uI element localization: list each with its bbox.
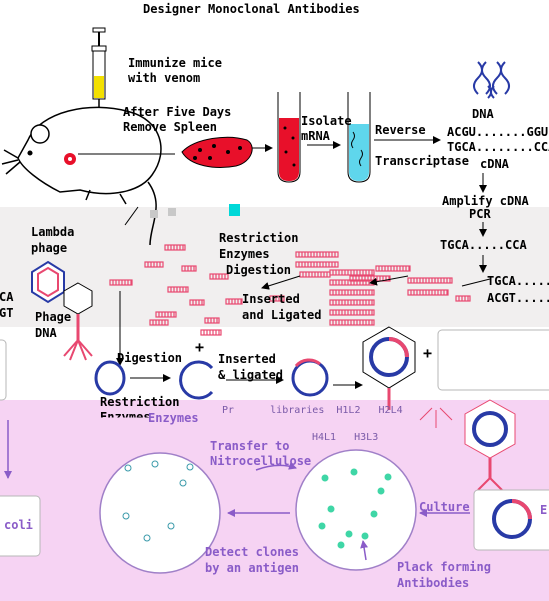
lambda-phage-icon: [31, 260, 65, 304]
ecoli-box-left: [0, 495, 41, 557]
ecoli-box-right: [473, 489, 549, 551]
dna-fragment: [189, 299, 205, 306]
dna-fragment: [181, 265, 197, 272]
phage-dna-line1: Phage: [35, 310, 72, 324]
e-coli-label: coli: [4, 518, 33, 532]
dna-fragment: [155, 311, 177, 318]
plasmid-ligated: [291, 359, 329, 397]
gray-band: [0, 207, 549, 327]
left-box: [0, 339, 7, 401]
dna-fragment: [407, 277, 453, 284]
page-title: Designer Monoclonal Antibodies: [143, 2, 360, 16]
dna-fragment: [164, 244, 186, 251]
empty-box: [437, 329, 549, 391]
remove-spleen-line1: After Five Days: [123, 105, 232, 119]
dna-fragment: [329, 319, 375, 326]
lambda-phage-line2: phage: [31, 241, 68, 255]
phage-dna-line2: DNA: [35, 326, 57, 340]
digestion-label: Digestion: [117, 351, 183, 365]
dna-fragment: [200, 329, 222, 336]
petri-dish-right: [295, 449, 417, 571]
dna-fragment: [329, 269, 375, 276]
remove-spleen-line2: Remove Spleen: [123, 120, 217, 134]
restriction-bottom-line1: Restriction: [100, 395, 180, 409]
plus-sign-1: +: [195, 338, 205, 356]
dna-fragment: [109, 279, 133, 286]
dna-fragment: [329, 299, 375, 306]
inserted-mid-line2: & ligated: [218, 368, 284, 382]
plaque-line2: Antibodies: [397, 576, 470, 590]
dna-helix-icon: [473, 61, 510, 99]
pcr-seq: TGCA.....CCA: [440, 238, 527, 252]
plasmid-circle: [94, 360, 126, 396]
dna-seq-bottom: TGCA........CCA: [447, 140, 549, 154]
dna-label: DNA: [472, 107, 494, 121]
transcriptase-label: Transcriptase: [375, 154, 469, 168]
immunize-line1: Immunize mice: [128, 56, 222, 70]
phage-with-insert: [362, 326, 416, 410]
left-seq-2: GT: [0, 306, 14, 320]
immunize-line2: with venom: [128, 71, 201, 85]
dna-fragment: [204, 317, 220, 324]
plasmid-open: [179, 360, 214, 400]
dna-seq-top: ACGU.......GGU: [447, 125, 549, 139]
restriction-line2: Enzymes: [219, 247, 270, 261]
test-tube-mrna: [347, 92, 371, 183]
dna-fragment: [225, 298, 243, 305]
cdna-label: cDNA: [480, 157, 509, 171]
restriction-bottom-line2: Enzymes: [100, 410, 151, 424]
restriction-line1: Restriction: [219, 231, 299, 245]
right-seq-1: TGCA.....G: [487, 274, 549, 288]
dna-fragment: [455, 295, 471, 302]
dna-fragments: [109, 244, 471, 336]
amplify-line1: Amplify cDNA: [442, 194, 529, 208]
amplify-line2: PCR: [469, 207, 491, 221]
right-seq-2: ACGT.....G: [487, 291, 549, 305]
left-seq-1: CA: [0, 290, 14, 304]
dna-fragment: [269, 295, 285, 302]
petri-dish-left: [99, 452, 221, 574]
isolate-line2: mRNA: [301, 129, 330, 143]
inserted-top-line1: Inserted: [242, 292, 300, 306]
detect-line2: by an antigen: [205, 561, 299, 575]
dna-fragment: [407, 289, 449, 296]
test-tube-blood: [277, 92, 301, 183]
inserted-top-line2: and Ligated: [242, 308, 322, 322]
purple-band: [0, 400, 549, 601]
library-text: Pr libraries H1L2 H2L4: [222, 405, 403, 416]
library-text-2: H4L1 H3L3: [312, 432, 379, 443]
restriction-line3: Digestion: [226, 263, 292, 277]
dna-fragment: [329, 309, 375, 316]
cyan-marker: [229, 204, 240, 216]
mouse-icon: [1, 106, 162, 246]
plus-sign-2: +: [423, 344, 433, 362]
e-letter: E: [540, 503, 548, 517]
restriction-bottom-line3: Enzymes: [148, 411, 199, 425]
dna-fragment: [375, 265, 411, 272]
detect-line1: Detect clones: [205, 545, 299, 559]
lambda-phage-line1: Lambda: [31, 225, 75, 239]
dna-fragment: [167, 286, 189, 293]
transfer-line1: Transfer to: [210, 439, 290, 453]
burst-lines: [419, 407, 453, 428]
phage-bottom-right: [464, 399, 516, 491]
spleen-icon: [181, 136, 253, 168]
isolate-line1: Isolate: [301, 114, 352, 128]
reverse-label: Reverse: [375, 123, 426, 137]
inserted-mid-line1: Inserted: [218, 352, 276, 366]
dna-fragment: [329, 289, 375, 296]
phage-top-right: [63, 282, 93, 361]
plaque-line1: Plack forming: [397, 560, 491, 574]
culture-label: Culture: [419, 500, 470, 514]
transfer-line2: Nitrocellulose: [210, 454, 312, 468]
